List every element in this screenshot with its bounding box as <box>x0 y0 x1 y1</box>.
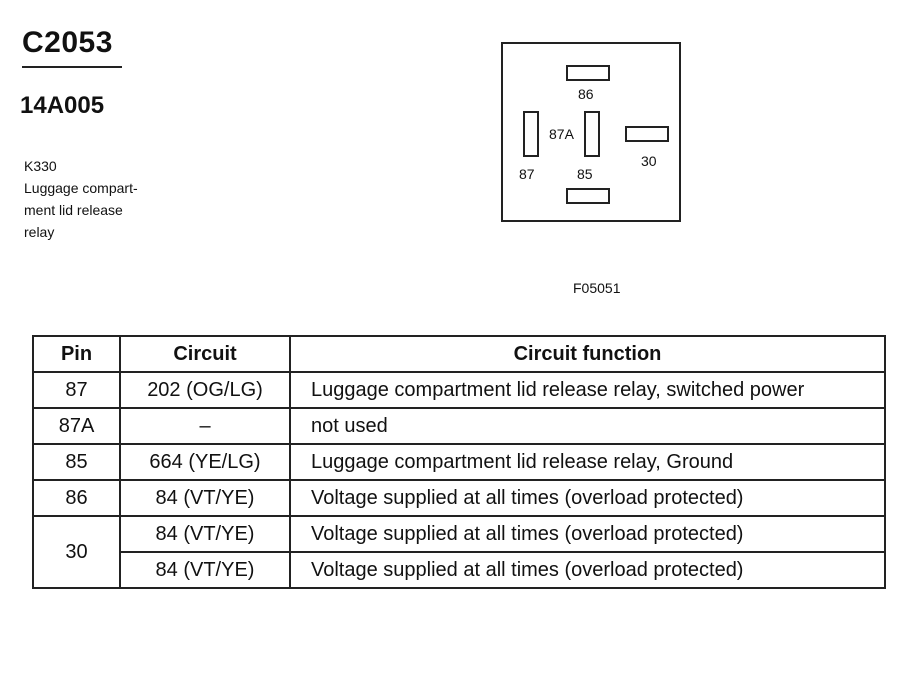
table-row: 85 664 (YE/LG) Luggage compartment lid r… <box>32 443 886 481</box>
part-number: 14A005 <box>20 92 105 119</box>
cell-pin: 30 <box>32 515 121 589</box>
cell-circuit: 84 (VT/YE) <box>119 479 291 517</box>
table-row: 84 (VT/YE) Voltage supplied at all times… <box>33 551 886 589</box>
component-line: relay <box>24 224 55 240</box>
table-row: 87A – not used <box>32 407 886 445</box>
header-circuit-function: Circuit function <box>289 335 886 373</box>
cell-pin: 87 <box>32 371 121 409</box>
cell-function: Luggage compartment lid release relay, s… <box>289 371 886 409</box>
cell-circuit: – <box>119 407 291 445</box>
cell-function: Voltage supplied at all times (overload … <box>289 551 886 589</box>
figure-code: F05051 <box>573 280 621 296</box>
terminal-30 <box>625 126 669 142</box>
pin-label-87a: 87A <box>549 126 574 142</box>
cell-pin: 85 <box>32 443 121 481</box>
cell-circuit: 664 (YE/LG) <box>119 443 291 481</box>
pin-label-87: 87 <box>519 166 535 182</box>
header-circuit: Circuit <box>119 335 291 373</box>
table-row: 87 202 (OG/LG) Luggage compartment lid r… <box>32 371 886 409</box>
terminal-87 <box>523 111 539 157</box>
connector-id: C2053 <box>22 26 113 59</box>
header-pin: Pin <box>32 335 121 373</box>
cell-pin: 86 <box>32 479 121 517</box>
pin-label-85: 85 <box>577 166 593 182</box>
pin-label-86: 86 <box>578 86 594 102</box>
component-line: ment lid release <box>24 202 123 218</box>
cell-function: not used <box>289 407 886 445</box>
cell-function: Luggage compartment lid release relay, G… <box>289 443 886 481</box>
pin-label-30: 30 <box>641 153 657 169</box>
component-line: Luggage compart- <box>24 180 138 196</box>
cell-circuit: 202 (OG/LG) <box>119 371 291 409</box>
table-header-row: Pin Circuit Circuit function <box>32 335 886 373</box>
pin-table: Pin Circuit Circuit function 87 202 (OG/… <box>32 335 886 589</box>
component-line: K330 <box>24 158 57 174</box>
terminal-85 <box>566 188 610 204</box>
cell-circuit: 84 (VT/YE) <box>119 515 291 553</box>
component-description: K330 Luggage compart- ment lid release r… <box>24 155 138 243</box>
title-underline <box>22 66 122 68</box>
terminal-87a <box>584 111 600 157</box>
table-row: 30 84 (VT/YE) Voltage supplied at all ti… <box>32 515 886 589</box>
cell-function: Voltage supplied at all times (overload … <box>289 479 886 517</box>
cell-pin: 87A <box>32 407 121 445</box>
terminal-86 <box>566 65 610 81</box>
cell-circuit: 84 (VT/YE) <box>119 551 291 589</box>
cell-function: Voltage supplied at all times (overload … <box>289 515 886 553</box>
table-row: 86 84 (VT/YE) Voltage supplied at all ti… <box>32 479 886 517</box>
relay-connector-diagram: 86 87A 30 87 85 <box>501 42 681 222</box>
